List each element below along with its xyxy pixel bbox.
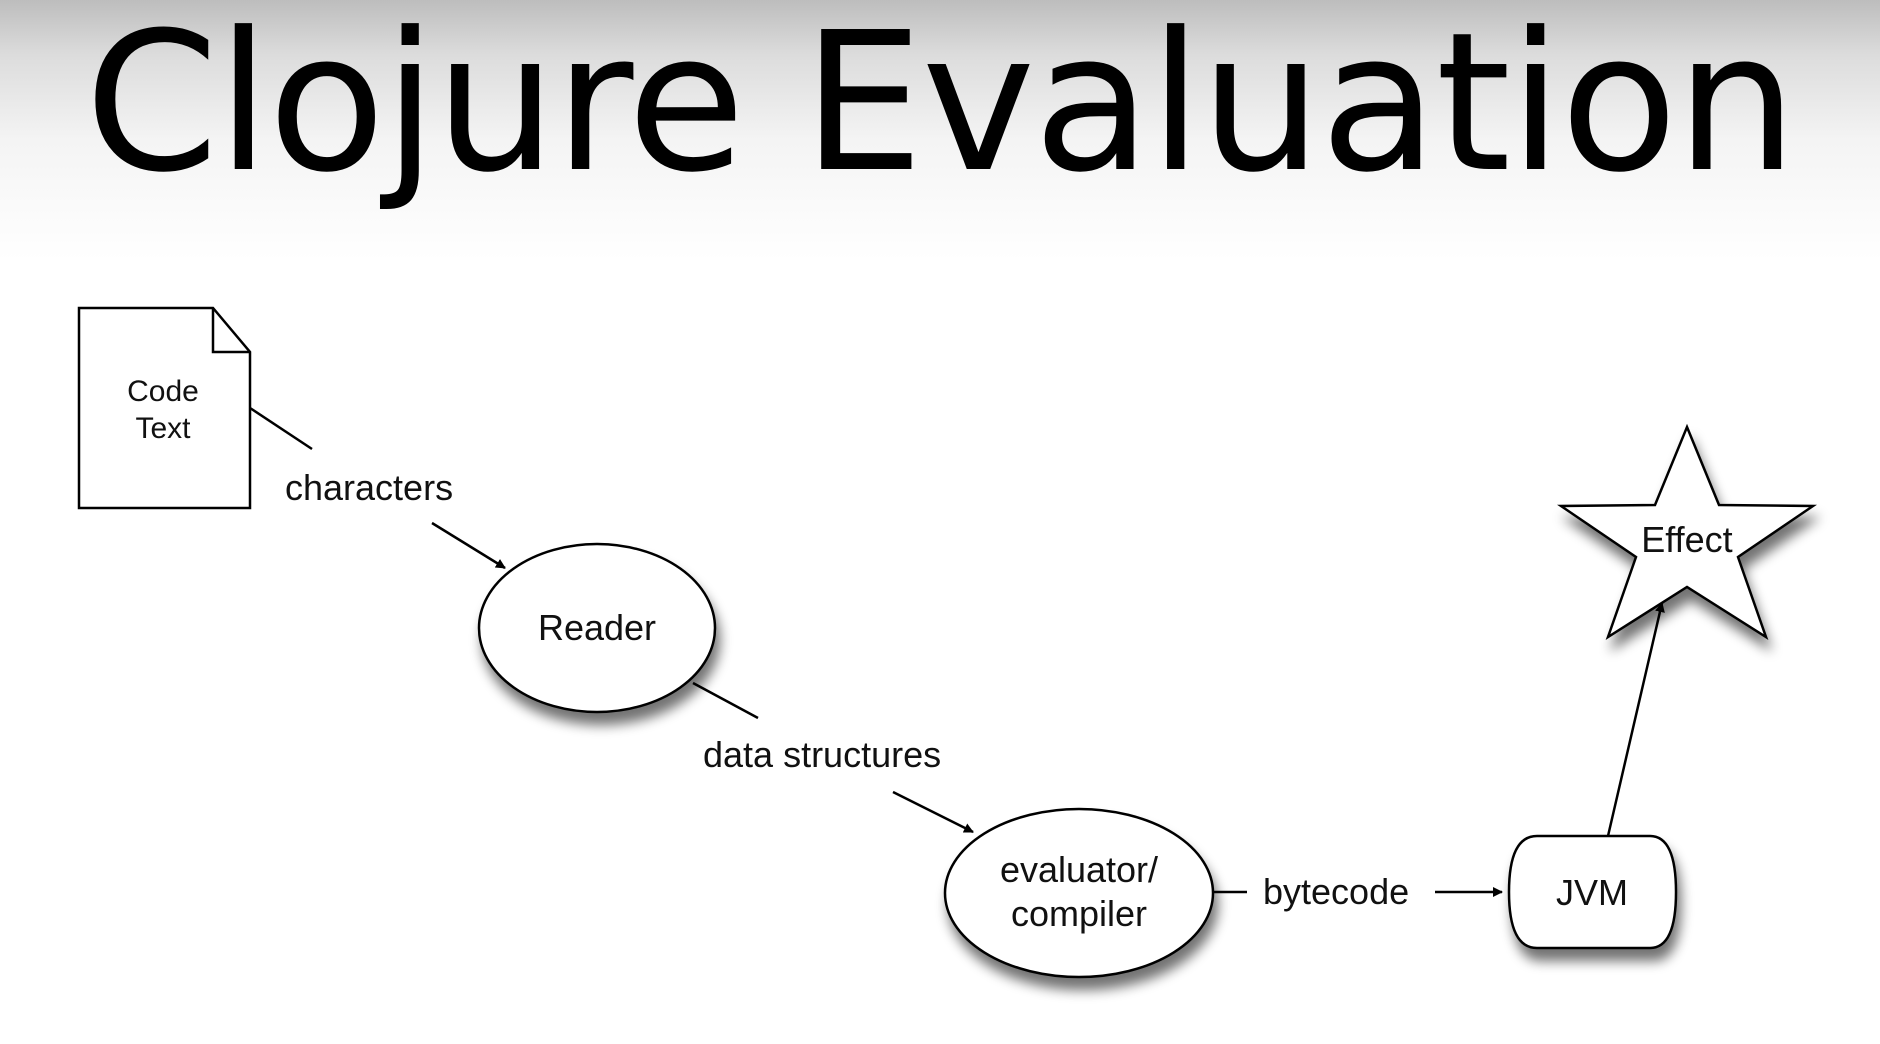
edge-label-data-structures: data structures bbox=[703, 734, 941, 775]
jvm-label: JVM bbox=[1556, 872, 1628, 913]
edge-data-structures: data structures bbox=[692, 681, 974, 834]
edge-characters: characters bbox=[249, 406, 506, 570]
evaluator-label-line2: compiler bbox=[1011, 893, 1147, 934]
code-text-document: Code Text bbox=[77, 306, 252, 510]
evaluator-label-line1: evaluator/ bbox=[1000, 849, 1158, 890]
edge-label-bytecode: bytecode bbox=[1263, 871, 1409, 912]
reader-node: Reader bbox=[477, 542, 717, 714]
edge-jvm-effect bbox=[1606, 602, 1665, 837]
effect-label: Effect bbox=[1641, 519, 1732, 560]
code-text-label-line2: Text bbox=[135, 412, 191, 445]
effect-node: Effect bbox=[1557, 423, 1817, 640]
edge-bytecode: bytecode bbox=[1213, 871, 1503, 912]
code-text-label-line1: Code bbox=[127, 375, 199, 408]
slide-title: Clojure Evaluation bbox=[84, 0, 1798, 215]
evaluator-compiler-node: evaluator/ compiler bbox=[943, 807, 1215, 979]
edge-label-characters: characters bbox=[285, 467, 453, 508]
jvm-node: JVM bbox=[1507, 834, 1678, 950]
reader-label: Reader bbox=[538, 607, 656, 648]
